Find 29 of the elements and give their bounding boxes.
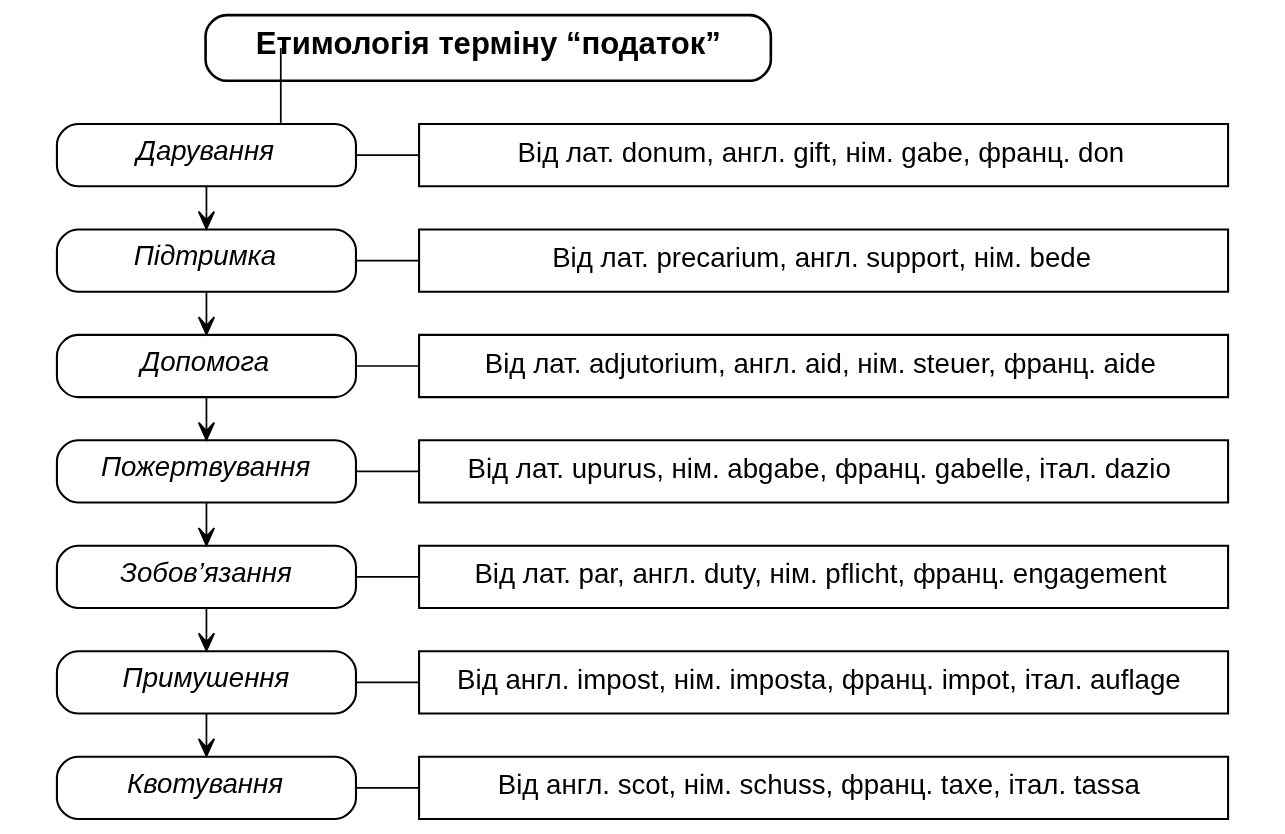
node-box: Підтримка [55, 228, 357, 293]
connector [355, 786, 420, 789]
node-box: Зобов’язання [55, 544, 357, 610]
node-box: Від лат. precarium, англ. support, нім. bede [418, 228, 1230, 293]
arrow [197, 713, 216, 758]
connector [355, 470, 420, 473]
node-box: Квотування [55, 755, 357, 820]
arrow [197, 291, 216, 336]
node-box: Допомога [55, 333, 357, 399]
arrow [197, 396, 216, 441]
node-box: Дарування [55, 122, 357, 188]
node-box: Примушення [55, 650, 357, 715]
node-box: Від лат. upurus, нім. abgabe, франц. gabelle, італ. dazio [418, 439, 1230, 504]
connector [355, 154, 420, 156]
node-box: Від лат. donum, англ. gift, нім. gabe, франц. don [418, 122, 1230, 188]
connector [355, 576, 420, 578]
connector [355, 365, 420, 367]
node-box: Етимологія терміну “податок” [204, 13, 773, 83]
connector [279, 47, 282, 125]
node-box: Від лат. par, англ. duty, нім. pflicht, франц. engagement [418, 544, 1230, 610]
arrow [197, 502, 216, 547]
node-box: Від лат. adjutorium, англ. aid, нім. steuer, франц. aide [418, 333, 1230, 399]
arrow [197, 185, 216, 230]
connector [355, 681, 420, 684]
node-box: Від англ. impost, нім. imposta, франц. impot, італ. auflage [418, 650, 1230, 715]
node-box: Від англ. scot, нім. schuss, франц. taxe, італ. tassa [418, 755, 1230, 820]
connector [355, 259, 420, 262]
node-box: Пожертвування [55, 439, 357, 504]
arrow [197, 607, 216, 652]
